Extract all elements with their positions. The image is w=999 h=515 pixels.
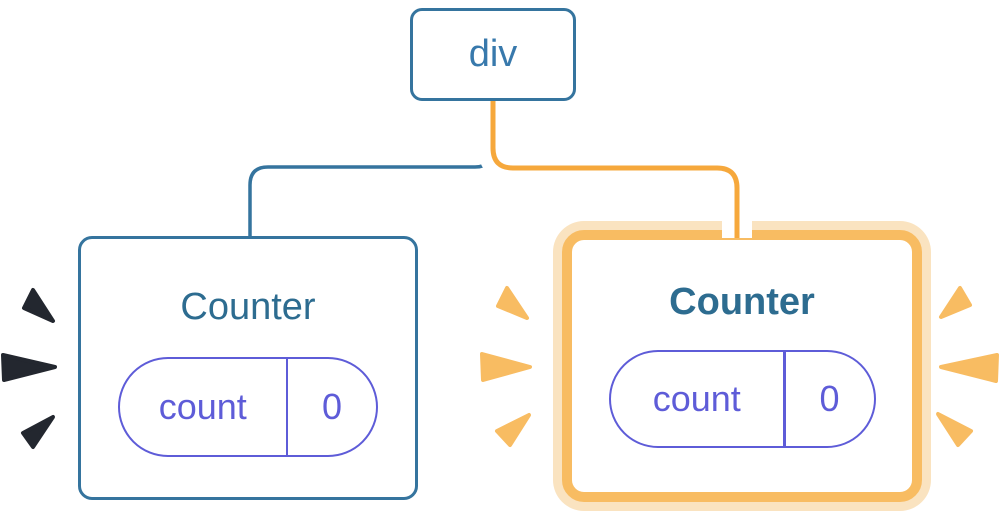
state-pill-divider: [783, 352, 786, 446]
burst-ray-icon: [939, 353, 999, 383]
burst-ray-icon: [22, 288, 55, 323]
counter-title: Counter: [180, 286, 316, 328]
burst-ray-icon: [939, 286, 972, 319]
state-pill: count 0: [118, 357, 378, 457]
state-value: 0: [819, 378, 840, 419]
burst-left-dark: [1, 288, 57, 449]
state-key: count: [158, 386, 247, 427]
burst-ray-icon: [480, 352, 532, 382]
state-key: count: [652, 378, 741, 419]
burst-middle-orange: [480, 286, 532, 447]
state-value: 0: [321, 386, 343, 427]
tree-node-div: div: [410, 8, 576, 101]
state-pill: count 0: [608, 350, 876, 448]
burst-ray-icon: [1, 353, 57, 382]
counter-card-right-highlighted: Counter count 0: [562, 230, 922, 502]
state-pill-divider: [285, 359, 288, 455]
burst-ray-icon: [936, 412, 973, 447]
burst-ray-icon: [21, 415, 55, 449]
edge-div-to-left-counter: [248, 96, 495, 240]
burst-ray-icon: [496, 286, 529, 320]
burst-right-orange: [936, 286, 999, 447]
counter-card-left: Counter count 0: [78, 236, 418, 500]
counter-title: Counter: [669, 281, 815, 323]
burst-ray-icon: [495, 413, 531, 447]
